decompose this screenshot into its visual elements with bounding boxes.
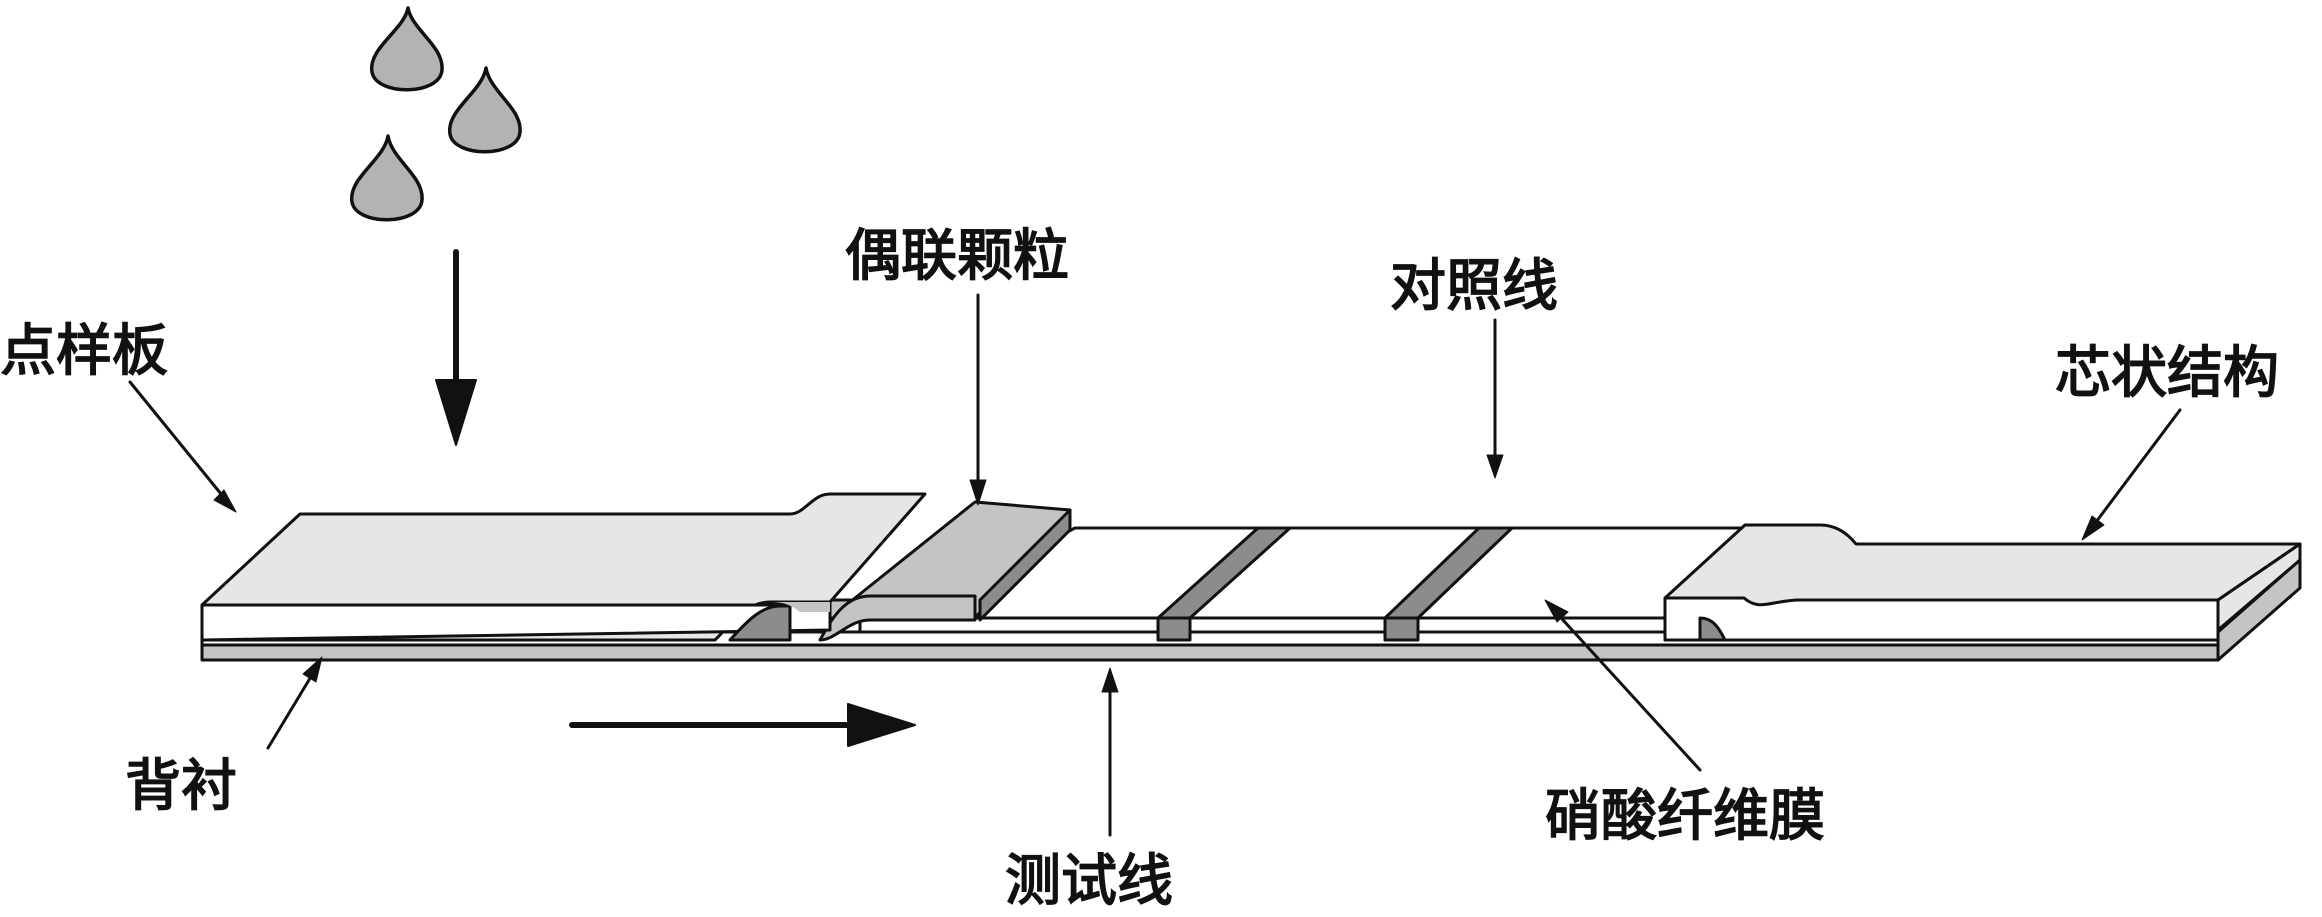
labels: 点样板 偶联颗粒 对照线 芯状结构 背衬 测试线 硝酸纤维膜 — [0, 224, 2279, 914]
sample-application-arrow — [435, 249, 477, 446]
label-test-line: 测试线 — [1005, 849, 1173, 914]
droplet-icon — [448, 66, 522, 154]
droplet-icon — [370, 6, 444, 92]
label-nitrocellulose-membrane: 硝酸纤维膜 — [1545, 784, 1825, 849]
leader-arrows — [128, 293, 2182, 837]
label-sample-pad: 点样板 — [0, 319, 168, 384]
droplet-icon — [350, 134, 424, 222]
sample-droplets-icon — [350, 6, 522, 222]
label-wick-structure: 芯状结构 — [2055, 341, 2279, 406]
nitrocellulose-membrane — [858, 522, 1812, 642]
conjugate-pad — [818, 500, 1072, 642]
wick-pad — [1663, 523, 2302, 642]
label-backing: 背衬 — [125, 754, 237, 819]
label-conjugate-particles: 偶联颗粒 — [845, 224, 1069, 289]
sample-pad — [200, 492, 927, 642]
label-control-line: 对照线 — [1390, 254, 1558, 319]
flow-direction-arrow — [569, 703, 916, 747]
